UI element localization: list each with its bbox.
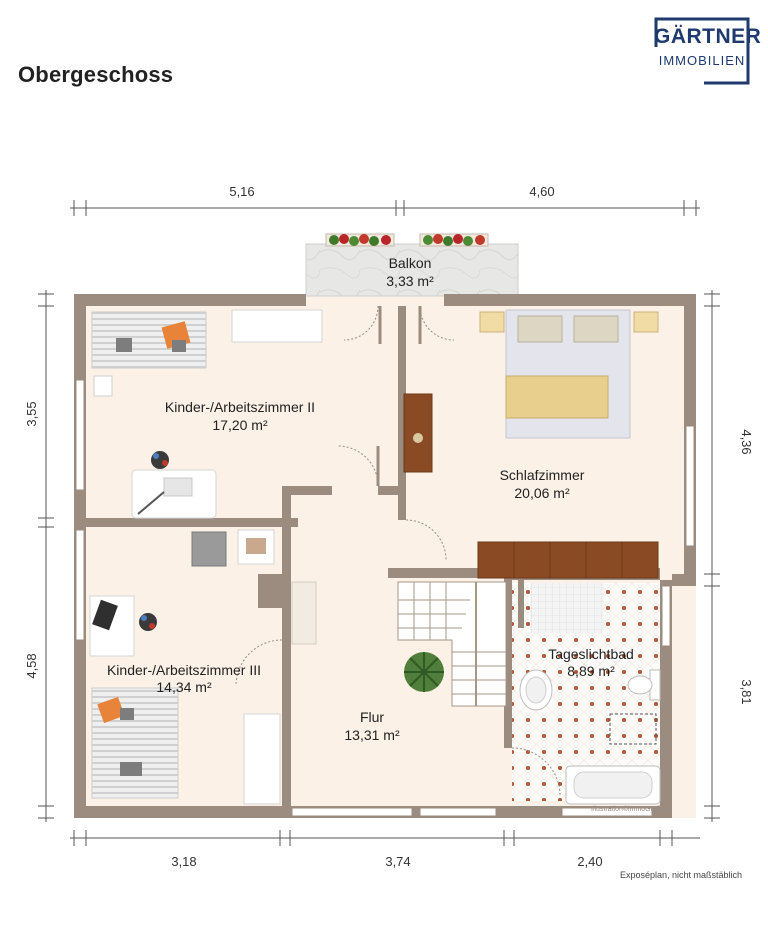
dimension-left-lower: 4,58 [24, 653, 39, 678]
bed-double [479, 309, 659, 439]
balcony-floor [305, 243, 519, 297]
dimension-bottom-right: 2,40 [577, 854, 602, 869]
logo-frame [654, 17, 750, 85]
room-area-balkon: 3,33 m² [386, 273, 434, 289]
dimension-bottom-left: 3,18 [171, 854, 196, 869]
rug-room-two [91, 311, 207, 369]
dimension-bottom-mid: 3,74 [385, 854, 410, 869]
basket-icon [93, 375, 113, 397]
illustration-credit: Illustration©immoGrafik [591, 806, 664, 813]
bidet-outline [609, 713, 657, 745]
flower-box-left [325, 233, 395, 247]
staircase [397, 581, 507, 707]
room-name-kinder-3: Kinder-/Arbeitszimmer III [107, 662, 261, 678]
room-name-flur: Flur [360, 709, 384, 725]
company-logo: GÄRTNER IMMOBILIEN [654, 17, 762, 85]
room-area-kinder-2: 17,20 m² [212, 417, 268, 433]
wardrobe-bedroom [477, 541, 659, 579]
room-name-balkon: Balkon [389, 255, 432, 271]
dimension-lines [38, 200, 720, 846]
door-leaves [376, 306, 422, 486]
shelf-room-three [243, 713, 281, 805]
desk-room-three [89, 595, 157, 657]
washbasin-icon [519, 669, 553, 711]
picture-icon [246, 538, 266, 554]
armchair-icon [191, 531, 227, 567]
windows [75, 379, 695, 817]
room-name-bad: Tageslichtbad [548, 646, 634, 662]
room-area-schlafzimmer: 20,06 m² [514, 485, 570, 501]
desk-room-two [131, 451, 217, 519]
dimension-right-upper: 4,36 [739, 429, 754, 454]
dimension-right-lower: 3,81 [739, 679, 754, 704]
plan-note: Exposéplan, nicht maßstäblich [619, 870, 742, 880]
shower-floor [530, 583, 604, 633]
dimension-top-left: 5,16 [229, 184, 254, 199]
bathtub-icon [565, 765, 661, 805]
potted-plant-icon [404, 652, 444, 692]
room-name-schlafzimmer: Schlafzimmer [500, 467, 585, 483]
hall-bench [291, 581, 317, 645]
dimension-top-right: 4,60 [529, 184, 554, 199]
toilet-icon [627, 669, 661, 701]
dimension-left-upper: 3,55 [24, 401, 39, 426]
logo-name: GÄRTNER [654, 25, 762, 48]
room-area-bad: 8,89 m² [567, 663, 615, 679]
wardrobe-room-two [231, 309, 323, 343]
logo-subtitle: IMMOBILIEN [658, 53, 746, 68]
room-area-kinder-3: 14,34 m² [156, 679, 212, 695]
dresser [403, 393, 433, 473]
page-title: Obergeschoss [18, 62, 174, 87]
room-name-kinder-2: Kinder-/Arbeitszimmer II [165, 399, 315, 415]
bed-room-three [91, 687, 179, 799]
room-area-flur: 13,31 m² [344, 727, 400, 743]
flower-box-right [419, 233, 489, 247]
